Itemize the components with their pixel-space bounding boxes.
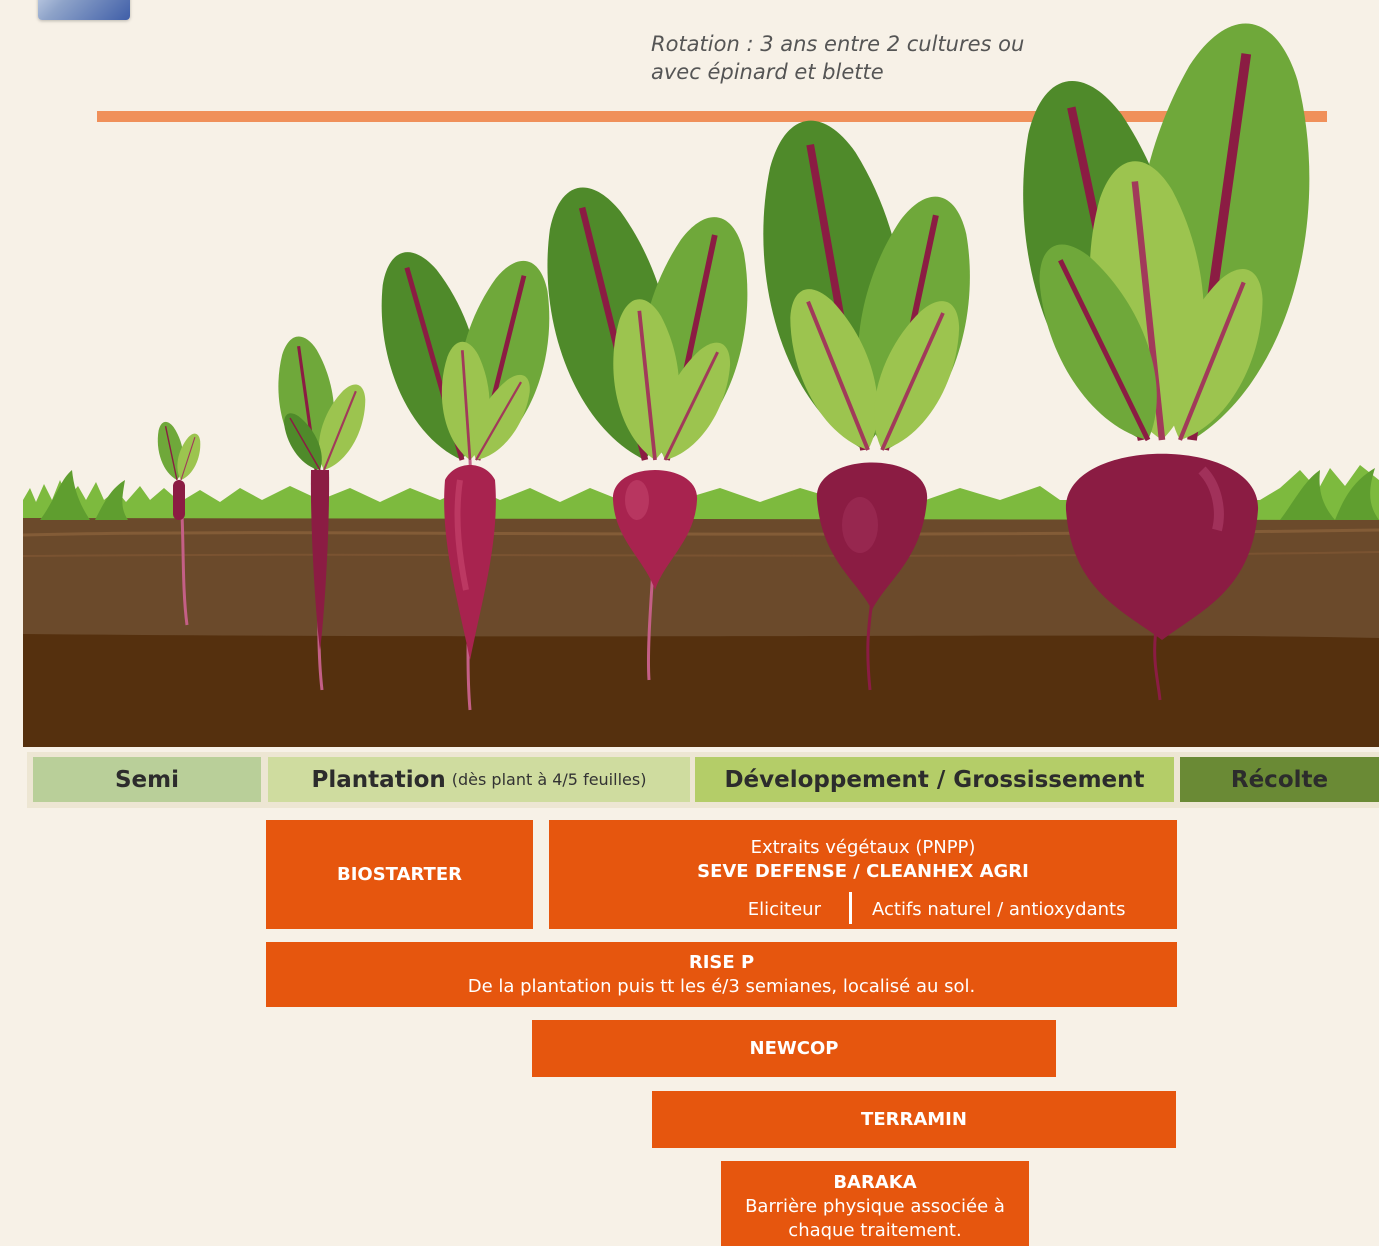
beet-stage-3	[361, 241, 567, 711]
product-terramin-label: TERRAMIN	[861, 1108, 967, 1130]
product-rise-p: RISE P De la plantation puis tt les é/3 …	[266, 942, 1177, 1007]
growth-stages-bar: Semi Plantation (dès plant à 4/5 feuille…	[27, 752, 1379, 808]
beet-stage-6	[994, 12, 1333, 701]
stage-plantation: Plantation (dès plant à 4/5 feuilles)	[268, 757, 690, 802]
product-rise-description: De la plantation puis tt les é/3 semiane…	[467, 975, 976, 997]
stage-recolte: Récolte	[1180, 757, 1379, 802]
product-newcop: NEWCOP	[532, 1020, 1056, 1077]
stage-developpement: Développement / Grossissement	[695, 757, 1174, 802]
beet-growth-illustration	[22, 0, 1379, 747]
stage-plantation-note: (dès plant à 4/5 feuilles)	[451, 770, 647, 789]
product-biostarter: BIOSTARTER	[266, 820, 533, 929]
product-package-image	[38, 0, 130, 20]
product-baraka-desc-2: chaque traitement.	[788, 1220, 962, 1241]
beet-stage-5	[740, 109, 990, 691]
product-newcop-label: NEWCOP	[749, 1037, 839, 1059]
product-seve-antioxydants: Actifs naturel / antioxydants	[872, 899, 1126, 920]
product-rise-title: RISE P	[688, 951, 755, 973]
stage-semi-label: Semi	[114, 766, 179, 793]
beet-stage-2	[269, 331, 377, 691]
product-terramin: TERRAMIN	[652, 1091, 1176, 1148]
grass	[23, 465, 1379, 520]
rotation-line-1: Rotation : 3 ans entre 2 cultures ou	[651, 32, 1025, 56]
beet-stage-1	[152, 418, 206, 626]
product-baraka: BARAKA Barrière physique associée à chaq…	[721, 1161, 1029, 1246]
product-seve-defense: Extraits végétaux (PNPP) SEVE DEFENSE / …	[549, 820, 1177, 929]
product-baraka-title: BARAKA	[833, 1172, 917, 1193]
beet-stage-4	[523, 175, 767, 681]
soil-top-layer	[23, 512, 1379, 638]
product-seve-title: SEVE DEFENSE / CLEANHEX AGRI	[697, 861, 1029, 882]
accent-divider	[97, 111, 1327, 122]
product-biostarter-label: BIOSTARTER	[337, 863, 462, 885]
rotation-note: Rotation : 3 ans entre 2 cultures ou ave…	[651, 30, 1071, 86]
product-seve-separator	[849, 892, 852, 924]
product-seve-actions: Eliciteur Actifs naturel / antioxydants	[549, 892, 1177, 924]
stage-developpement-label: Développement / Grossissement	[724, 766, 1145, 793]
soil-dark-layer	[23, 630, 1379, 747]
product-baraka-desc-1: Barrière physique associée à	[745, 1196, 1005, 1217]
product-seve-eliciteur: Eliciteur	[747, 899, 821, 920]
stage-recolte-label: Récolte	[1230, 766, 1329, 793]
stage-plantation-label: Plantation	[311, 766, 446, 793]
product-seve-subtitle: Extraits végétaux (PNPP)	[750, 837, 976, 858]
rotation-line-2: avec épinard et blette	[651, 60, 884, 84]
stage-semi: Semi	[33, 757, 261, 802]
